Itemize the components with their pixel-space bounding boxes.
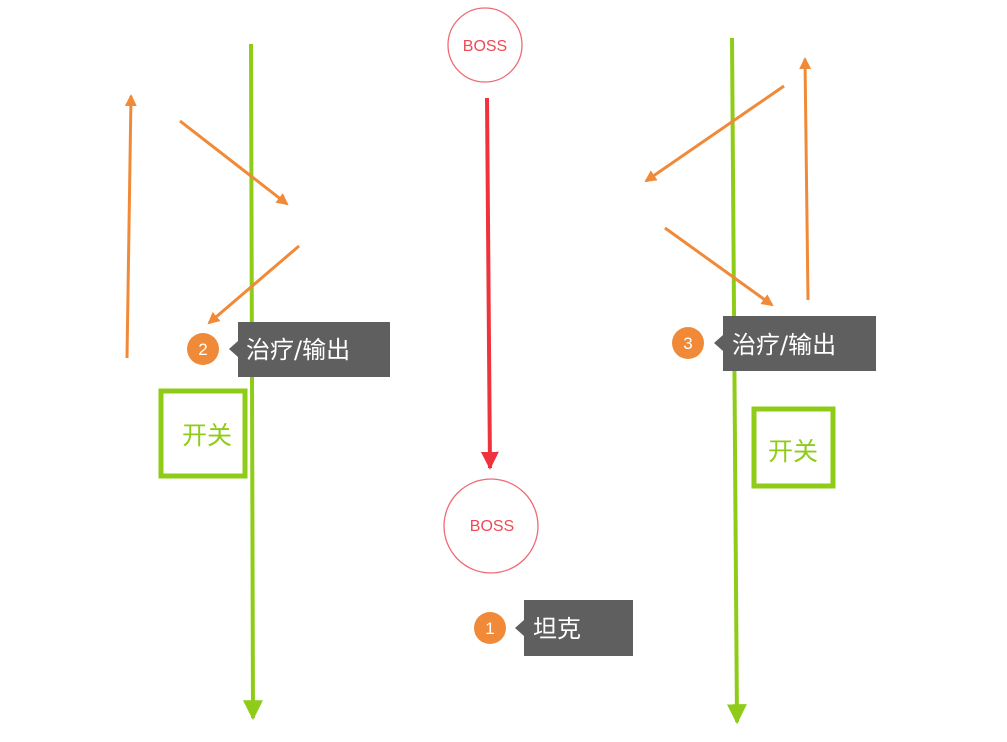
boss-end: BOSS <box>443 478 539 574</box>
boss-start-circle <box>447 7 523 83</box>
left-orange-arrow-up <box>124 94 137 359</box>
role-2-number: 2 <box>198 340 207 359</box>
role-1-number: 1 <box>485 619 494 638</box>
switch-right-label: 开关 <box>768 437 818 466</box>
right-orange-arrow-diagonal-down <box>664 226 774 307</box>
left-orange-arrow-diagonal-down <box>179 119 289 206</box>
boss-end-circle <box>443 478 539 574</box>
role-1-marker: 1 坦克 <box>474 600 633 656</box>
role-2-marker: 2 治疗/输出 <box>187 322 390 377</box>
role-3-badge <box>672 327 704 359</box>
boss-start: BOSS <box>447 7 523 83</box>
role-3-label: 治疗/输出 <box>732 331 836 359</box>
right-orange-arrow-up <box>799 57 812 301</box>
boss-movement-arrow <box>480 97 499 470</box>
boss-end-label: BOSS <box>470 518 514 535</box>
role-3-marker: 3 治疗/输出 <box>672 316 876 371</box>
role-2-label: 治疗/输出 <box>246 336 350 364</box>
switch-left-box <box>158 388 248 479</box>
role-1-label: 坦克 <box>533 615 581 643</box>
left-orange-arrow-to-role-2 <box>207 244 300 325</box>
role-1-callout <box>515 600 633 656</box>
role-3-number: 3 <box>683 334 692 353</box>
switch-right-box <box>751 406 836 489</box>
role-3-callout <box>714 316 876 371</box>
role-1-badge <box>474 612 506 644</box>
switch-right: 开关 <box>751 406 836 489</box>
role-2-callout <box>229 322 390 377</box>
role-2-badge <box>187 333 219 365</box>
boss-start-label: BOSS <box>463 38 507 55</box>
right-green-path-arrow <box>726 37 747 725</box>
right-orange-arrow-diagonal-left <box>644 84 785 183</box>
switch-left: 开关 <box>158 388 248 479</box>
switch-left-label: 开关 <box>182 421 232 450</box>
left-green-path-arrow <box>242 43 263 721</box>
